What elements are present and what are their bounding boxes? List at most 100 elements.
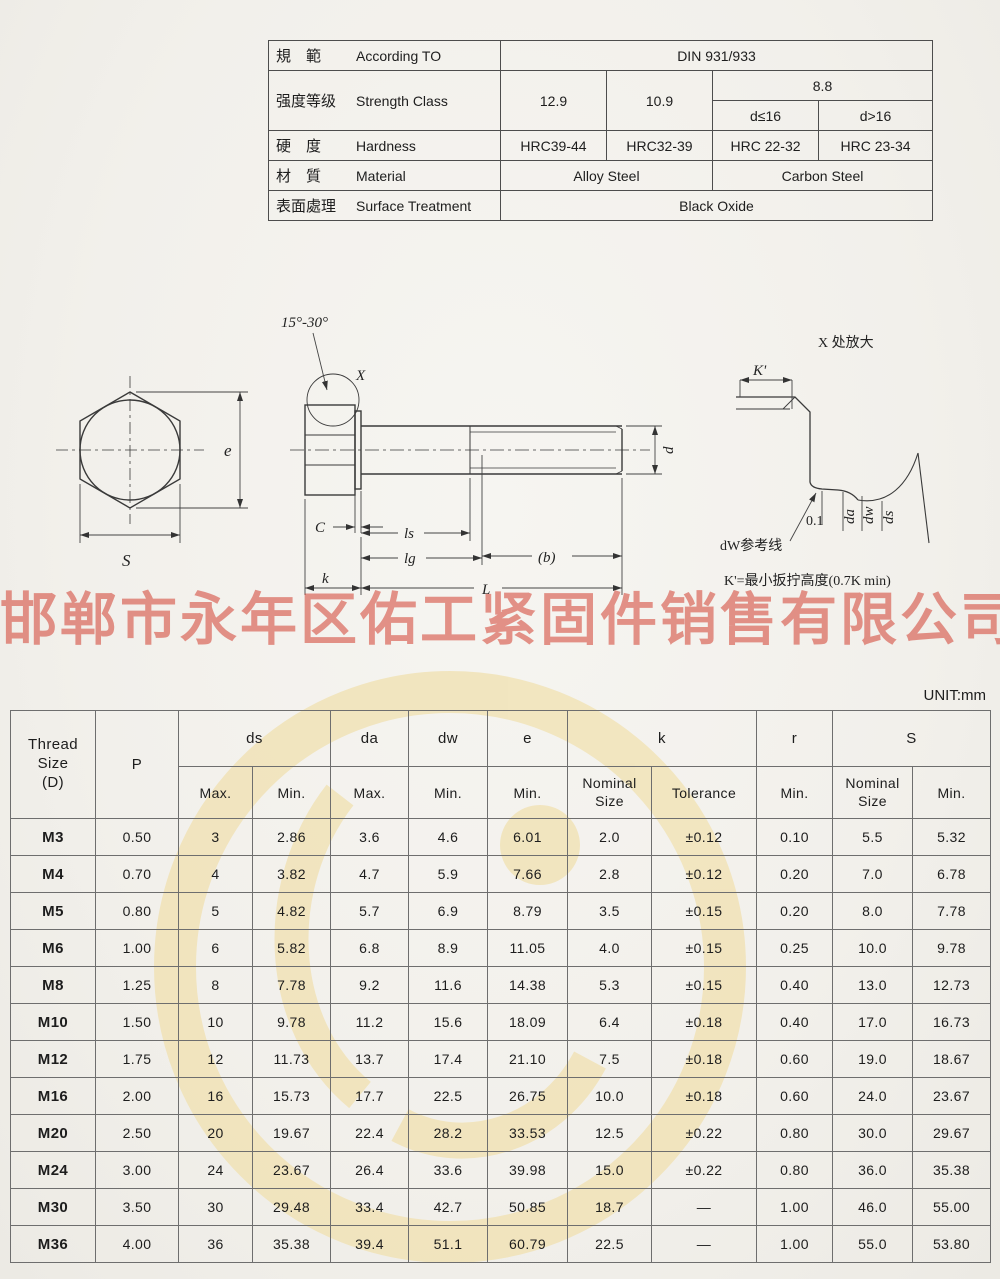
hex-head-front-view [56, 376, 204, 524]
spec-label-en: Material [356, 168, 406, 184]
cell-r-min: 0.20 [756, 892, 833, 930]
cell-thread-size: M8 [10, 966, 96, 1004]
bolt-technical-drawing: e S 15°-30° X [56, 315, 930, 598]
spec-label-cn: 表面處理 [276, 198, 337, 215]
cell-s-nominal: 24.0 [832, 1077, 913, 1115]
cell-r-min: 1.00 [756, 1225, 833, 1263]
cell-k-nominal: 4.0 [567, 929, 652, 967]
dimension-k [304, 499, 362, 595]
detail-kprime-dim [739, 377, 793, 409]
cell-e-min: 7.66 [487, 855, 568, 893]
cell-p: 1.00 [95, 929, 179, 967]
cell-e-min: 60.79 [487, 1225, 568, 1263]
cell-da-max: 33.4 [330, 1188, 409, 1226]
subheader-e-min: Min. [487, 766, 568, 819]
header-ds: ds [178, 710, 331, 767]
cell-p: 1.50 [95, 1003, 179, 1041]
label-k: k [322, 571, 329, 587]
cell-k-nominal: 18.7 [567, 1188, 652, 1226]
cell-r-min: 0.20 [756, 855, 833, 893]
detail-head-outline [736, 396, 811, 475]
cell-ds-max: 4 [178, 855, 253, 893]
dimension-d [626, 425, 662, 475]
label-ls: ls [404, 526, 414, 542]
cell-k-tolerance: ±0.15 [651, 892, 757, 930]
cell-ds-max: 8 [178, 966, 253, 1004]
cell-k-tolerance: ±0.18 [651, 1040, 757, 1078]
spec-strength-129: 12.9 [500, 70, 607, 131]
cell-s-min: 5.32 [912, 818, 991, 856]
cell-k-tolerance: — [651, 1188, 757, 1226]
cell-p: 0.80 [95, 892, 179, 930]
cell-s-min: 16.73 [912, 1003, 991, 1041]
cell-e-min: 18.09 [487, 1003, 568, 1041]
cell-dw-min: 42.7 [408, 1188, 488, 1226]
label-b: (b) [538, 550, 556, 566]
cell-ds-min: 5.82 [252, 929, 331, 967]
cell-k-tolerance: ±0.22 [651, 1114, 757, 1152]
cell-k-nominal: 2.8 [567, 855, 652, 893]
header-sub-row: Max. Min. Max. Min. Min. Nominal Size To… [11, 766, 991, 819]
spec-label-cn: 規 範 [276, 48, 322, 65]
cell-k-tolerance: ±0.18 [651, 1077, 757, 1115]
cell-k-nominal: 10.0 [567, 1077, 652, 1115]
header-p: P [95, 710, 179, 819]
cell-r-min: 0.60 [756, 1077, 833, 1115]
cell-k-nominal: 3.5 [567, 892, 652, 930]
spec-material-carbon: Carbon Steel [712, 160, 933, 191]
cell-thread-size: M30 [10, 1188, 96, 1226]
spec-hardness-4: HRC 23-34 [818, 130, 933, 161]
label-k-note: K'=最小扳拧高度(0.7K min) [724, 572, 891, 589]
label-k-prime: K' [752, 363, 767, 379]
cell-r-min: 0.80 [756, 1151, 833, 1189]
label-lg: lg [404, 551, 416, 567]
label-da: da [842, 509, 858, 524]
cell-ds-max: 5 [178, 892, 253, 930]
cell-k-tolerance: ±0.12 [651, 855, 757, 893]
cell-ds-max: 24 [178, 1151, 253, 1189]
cell-s-nominal: 36.0 [832, 1151, 913, 1189]
cell-s-min: 29.67 [912, 1114, 991, 1152]
cell-da-max: 3.6 [330, 818, 409, 856]
cell-da-max: 13.7 [330, 1040, 409, 1078]
cell-s-nominal: 5.5 [832, 818, 913, 856]
table-row: M6 1.00 6 5.82 6.8 8.9 11.05 4.0 ±0.15 0… [10, 929, 991, 967]
cell-e-min: 33.53 [487, 1114, 568, 1152]
dimension-table: Thread Size (D) P ds da dw e k r S Max. … [10, 710, 991, 1263]
cell-da-max: 5.7 [330, 892, 409, 930]
label-d: d [661, 446, 677, 454]
cell-s-min: 53.80 [912, 1225, 991, 1263]
cell-k-tolerance: — [651, 1225, 757, 1263]
cell-ds-min: 23.67 [252, 1151, 331, 1189]
spec-d-gt16: d>16 [818, 100, 933, 131]
cell-k-tolerance: ±0.15 [651, 929, 757, 967]
cell-s-nominal: 46.0 [832, 1188, 913, 1226]
bolt-side-view [290, 373, 650, 496]
cell-p: 3.50 [95, 1188, 179, 1226]
label-e: e [224, 441, 232, 460]
header-s: S [832, 710, 991, 767]
spec-material-alloy: Alloy Steel [500, 160, 713, 191]
label-dw: dw [861, 506, 877, 524]
cell-r-min: 0.80 [756, 1114, 833, 1152]
cell-ds-min: 4.82 [252, 892, 331, 930]
spec-hardness-1: HRC39-44 [500, 130, 607, 161]
detail-sweep-curve [857, 452, 919, 502]
cell-ds-min: 2.86 [252, 818, 331, 856]
dimension-c [333, 491, 383, 533]
dimension-lg [361, 455, 483, 565]
table-row: M20 2.50 20 19.67 22.4 28.2 33.53 12.5 ±… [10, 1114, 991, 1152]
label-angle: 15°-30° [281, 315, 328, 331]
spec-label: 表面處理 Surface Treatment [268, 190, 501, 221]
spec-row-diameter-split: d≤16 d>16 [269, 100, 933, 131]
cell-da-max: 39.4 [330, 1225, 409, 1263]
header-e: e [487, 710, 568, 767]
spec-strength-109: 10.9 [606, 70, 713, 131]
cell-p: 1.25 [95, 966, 179, 1004]
cell-da-max: 22.4 [330, 1114, 409, 1152]
cell-s-min: 18.67 [912, 1040, 991, 1078]
spec-label-en: Surface Treatment [356, 198, 472, 214]
